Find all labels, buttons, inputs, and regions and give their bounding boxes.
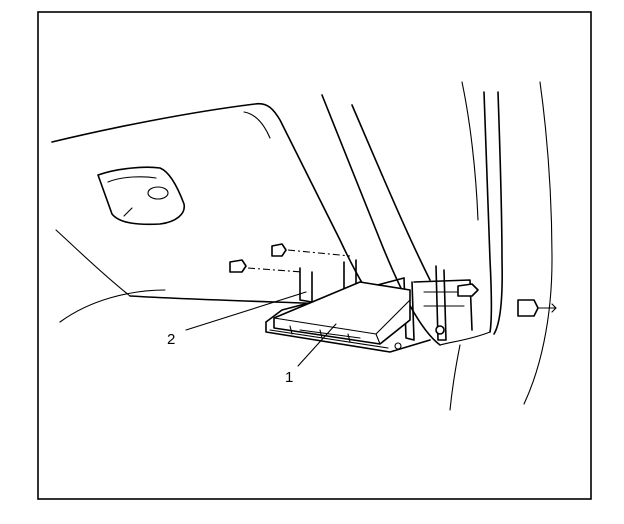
electronic-control-module <box>273 281 411 350</box>
figure-frame <box>37 11 592 500</box>
instrument-panel <box>51 102 393 326</box>
leader-line-1 <box>297 323 337 367</box>
fastener-lower <box>229 259 303 273</box>
fastener-right <box>435 283 479 335</box>
harness-connector <box>517 299 557 317</box>
callout-1: 1 <box>285 369 293 386</box>
callout-2: 2 <box>167 331 175 348</box>
glove-box-latch <box>97 166 185 226</box>
door-frame <box>321 81 553 411</box>
leader-line-2 <box>185 291 307 331</box>
fastener-upper <box>271 243 351 257</box>
